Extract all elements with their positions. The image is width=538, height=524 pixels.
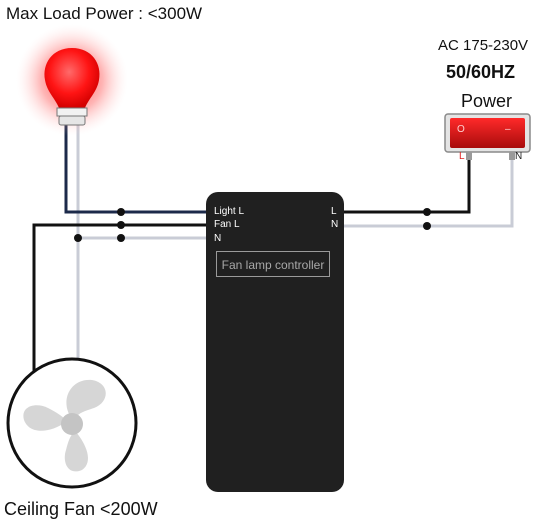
fan-live-wire [32, 223, 212, 375]
junction-dot [423, 208, 431, 216]
controller-body [206, 192, 344, 492]
controller-input-light: Light L [214, 206, 245, 217]
switch-terminal-n: N [515, 151, 523, 162]
power-label: Power [461, 91, 513, 111]
junction-dot [74, 234, 82, 242]
controller-output-neutral: N [331, 219, 339, 230]
controller-input-fan: Fan L [214, 219, 240, 230]
junction-dot [423, 222, 431, 230]
controller-input-neutral: N [214, 233, 222, 244]
live-wires [32, 160, 471, 375]
bulb-neutral-wire [76, 125, 212, 240]
junction-dots [74, 208, 431, 242]
light-wire [64, 125, 212, 214]
junction-dot [117, 208, 125, 216]
power-switch[interactable] [444, 113, 531, 160]
controller-name-label: Fan lamp controller [216, 251, 330, 277]
ceiling-fan-label: Ceiling Fan <200W [4, 499, 158, 519]
supply-neutral-wire [344, 160, 514, 228]
switch-off-symbol: O [457, 124, 465, 135]
frequency-label: 50/60HZ [446, 62, 516, 82]
switch-on-symbol: – [505, 124, 511, 135]
max-load-label: Max Load Power : <300W [6, 4, 203, 23]
junction-dot [117, 221, 125, 229]
switch-terminal-l: L [459, 151, 465, 162]
ceiling-fan-icon [6, 357, 138, 489]
supply-live-wire [344, 160, 471, 214]
junction-dot [117, 234, 125, 242]
ac-range-label: AC 175-230V [438, 37, 529, 54]
light-bulb-icon [16, 24, 128, 136]
controller-output-line: L [331, 206, 337, 217]
